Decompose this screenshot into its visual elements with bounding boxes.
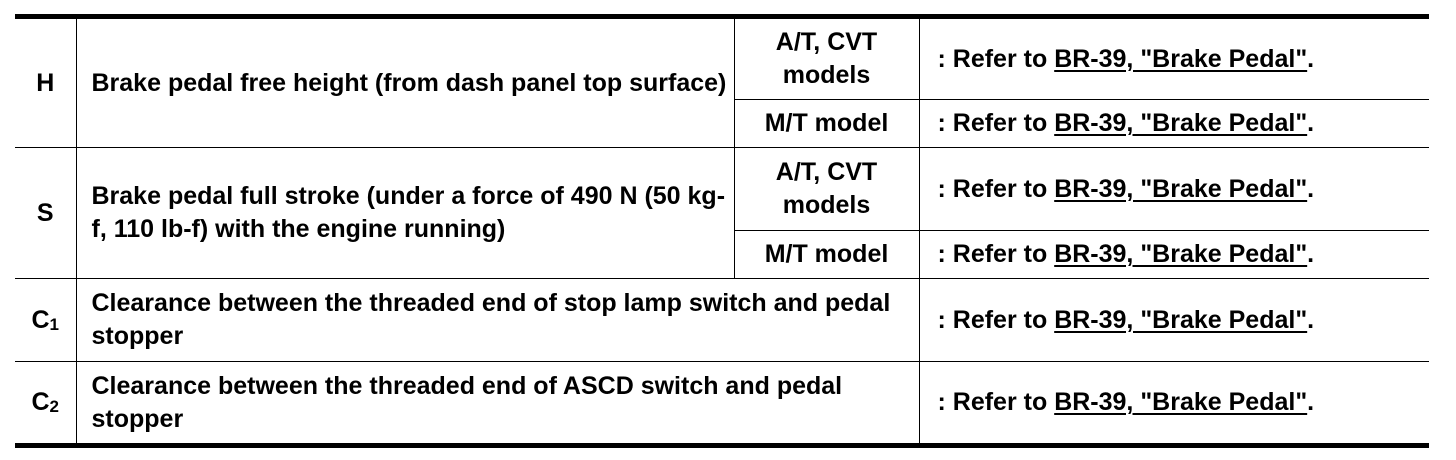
reference-cell: : Refer to BR-39, "Brake Pedal".	[918, 230, 1429, 279]
table-row-h-mt: M/T model : Refer to BR-39, "Brake Pedal…	[15, 99, 1429, 148]
table-row-s-mt: M/T model : Refer to BR-39, "Brake Pedal…	[15, 230, 1429, 279]
table-row-s-at-cvt: S Brake pedal full stroke (under a force…	[15, 147, 1429, 279]
symbol-cell-s: S	[15, 147, 77, 279]
reference-prefix: : Refer to	[937, 305, 1055, 334]
table-row-c2: C2 Clearance between the threaded end of…	[15, 361, 1429, 446]
reference-suffix: .	[1307, 174, 1315, 203]
model-cell: M/T model	[734, 99, 920, 148]
symbol-subscript: 2	[49, 397, 60, 416]
symbol-text: S	[36, 198, 54, 227]
model-text: A/T, CVT models	[775, 158, 878, 219]
model-text: A/T, CVT models	[775, 28, 878, 89]
model-text: M/T model	[764, 109, 889, 137]
symbol-text: C	[31, 305, 50, 334]
reference-cell: : Refer to BR-39, "Brake Pedal".	[918, 16, 1429, 100]
description-cell-stop-lamp-clearance: Clearance between the threaded end of st…	[75, 278, 920, 362]
description-cell-free-height: Brake pedal free height (from dash panel…	[75, 16, 735, 148]
description-text: Brake pedal full stroke (under a force o…	[91, 182, 726, 243]
table-row-c1: C1 Clearance between the threaded end of…	[15, 278, 1429, 362]
description-text: Clearance between the threaded end of st…	[91, 289, 891, 350]
description-text: Clearance between the threaded end of AS…	[91, 371, 843, 433]
symbol-cell-c2: C2	[15, 361, 77, 446]
reference-suffix: .	[1307, 388, 1315, 416]
model-cell: M/T model	[734, 230, 920, 279]
model-text: M/T model	[764, 240, 889, 268]
symbol-cell-h: H	[15, 16, 77, 148]
reference-prefix: : Refer to	[937, 388, 1055, 416]
description-text: Brake pedal free height (from dash panel…	[91, 68, 727, 97]
reference-prefix: : Refer to	[937, 174, 1055, 203]
table-row-h-at-cvt: H Brake pedal free height (from dash pan…	[15, 16, 1429, 148]
reference-suffix: .	[1307, 109, 1315, 137]
symbol-text: C	[31, 388, 50, 416]
brake-pedal-spec-table: H Brake pedal free height (from dash pan…	[15, 14, 1429, 448]
reference-cell: : Refer to BR-39, "Brake Pedal".	[918, 99, 1429, 148]
reference-link[interactable]: BR-39, "Brake Pedal"	[1054, 109, 1308, 137]
reference-suffix: .	[1307, 44, 1315, 73]
reference-link[interactable]: BR-39, "Brake Pedal"	[1054, 44, 1308, 73]
symbol-subscript: 1	[49, 314, 60, 334]
reference-prefix: : Refer to	[937, 109, 1055, 137]
model-cell: A/T, CVT models	[733, 147, 920, 231]
symbol-text: H	[36, 68, 55, 97]
reference-link[interactable]: BR-39, "Brake Pedal"	[1054, 305, 1308, 334]
reference-cell: : Refer to BR-39, "Brake Pedal".	[918, 147, 1429, 231]
symbol-cell-c1: C1	[15, 278, 77, 362]
reference-link[interactable]: BR-39, "Brake Pedal"	[1054, 388, 1308, 416]
description-cell-full-stroke: Brake pedal full stroke (under a force o…	[75, 147, 735, 279]
reference-prefix: : Refer to	[937, 240, 1055, 268]
reference-cell: : Refer to BR-39, "Brake Pedal".	[918, 278, 1429, 362]
description-cell-ascd-clearance: Clearance between the threaded end of AS…	[75, 361, 920, 446]
reference-suffix: .	[1307, 240, 1315, 268]
reference-suffix: .	[1307, 305, 1315, 334]
model-cell: A/T, CVT models	[733, 16, 920, 100]
reference-prefix: : Refer to	[937, 44, 1055, 73]
reference-cell: : Refer to BR-39, "Brake Pedal".	[918, 361, 1429, 446]
reference-link[interactable]: BR-39, "Brake Pedal"	[1054, 174, 1308, 203]
reference-link[interactable]: BR-39, "Brake Pedal"	[1054, 240, 1308, 268]
